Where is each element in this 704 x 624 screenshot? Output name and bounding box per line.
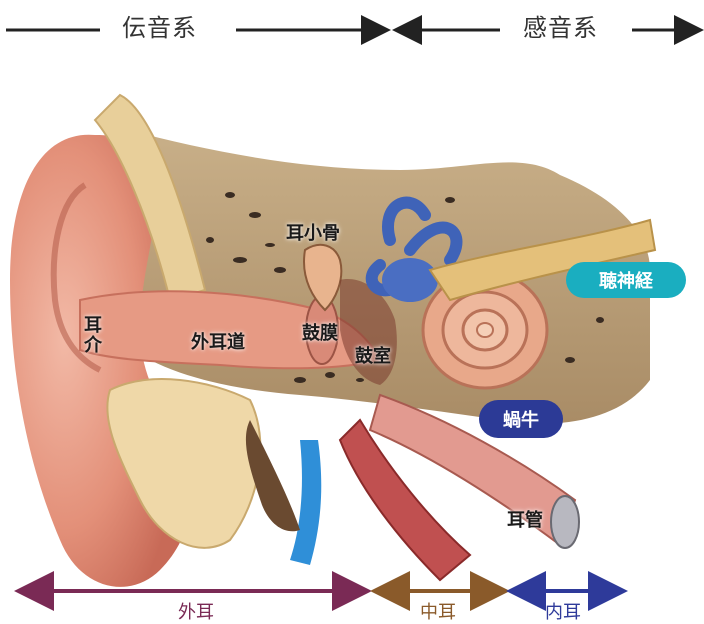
outer-ear-label: 外耳 [178, 598, 214, 624]
eustachian-tube-label: 耳管 [507, 511, 543, 531]
styloid-shape [246, 420, 300, 531]
eardrum-label: 鼓膜 [302, 324, 338, 344]
vestibule-shape [382, 258, 438, 302]
sensorineural-system-label: 感音系 [517, 8, 604, 43]
vein-shape [290, 440, 321, 565]
inner-ear-label: 内耳 [545, 598, 581, 624]
ear-canal-label: 外耳道 [191, 333, 245, 353]
cochlea-pill: 蝸牛 [479, 400, 563, 438]
eustachian-tube-opening [551, 496, 579, 548]
conductive-system-label: 伝音系 [116, 8, 203, 43]
tympanic-cavity-label: 鼓室 [355, 347, 391, 367]
auricle-label: 耳介 [84, 316, 102, 356]
ossicles-label: 耳小骨 [286, 224, 340, 244]
auditory-nerve-pill: 聴神経 [566, 262, 686, 298]
middle-ear-label: 中耳 [420, 598, 456, 624]
